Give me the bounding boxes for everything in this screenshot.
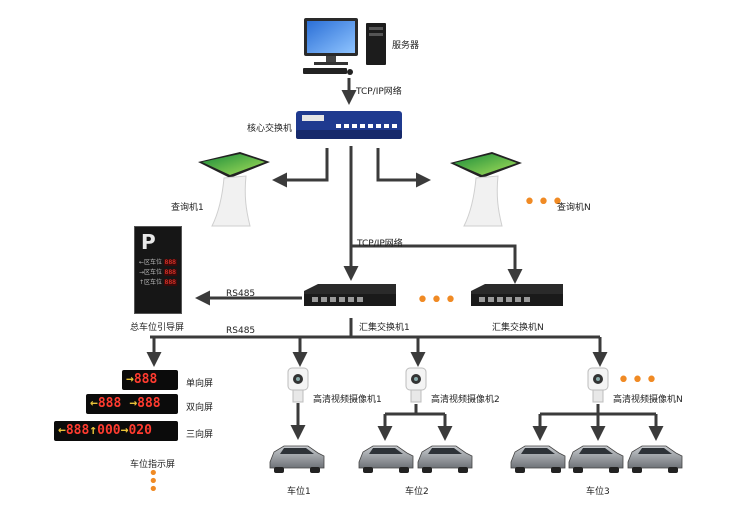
camera-n-icon (587, 367, 609, 403)
camera-n-label: 高清视频摄像机N (613, 395, 683, 405)
spot-3-label: 车位3 (586, 487, 610, 497)
rs485-label: RS485 (226, 289, 256, 299)
kiosk-1-icon (198, 152, 270, 227)
tcp-ip-label: TCP/IP网络 (356, 87, 402, 97)
car-icon (417, 445, 473, 473)
camera-2-icon (405, 367, 427, 403)
aggregation-switch-n-icon (471, 284, 563, 306)
ellipsis-dots: ••• (416, 288, 458, 313)
parking-logo: P (141, 230, 156, 254)
spot-1-label: 车位1 (287, 487, 311, 497)
triple-screen-label: 三向屏 (186, 430, 214, 440)
indicator-screen-label: 车位指示屏 (130, 460, 176, 470)
camera-1-label: 高清视频摄像机1 (313, 395, 382, 405)
camera-1-icon (287, 367, 309, 403)
kiosk-n-label: 查询机N (557, 203, 591, 213)
server-label: 服务器 (392, 41, 420, 51)
arrow-left-icon: ← (58, 423, 66, 438)
aggregation-switch-n-label: 汇集交换机N (492, 323, 544, 333)
connection-lines (146, 78, 664, 441)
arrow-right-icon: → (120, 423, 129, 438)
core-switch-label: 核心交换机 (247, 124, 293, 134)
ellipsis-dots-vertical: ••• (148, 463, 159, 500)
arrow-up-icon: ↑ (89, 423, 98, 438)
arrow-right-icon: → (129, 396, 138, 411)
led-single-screen: →888 (122, 370, 178, 390)
car-icon (568, 445, 624, 473)
car-icon (510, 445, 566, 473)
car-icon (269, 445, 325, 473)
led-double-screen: ←888→888 (86, 394, 178, 414)
kiosk-1-label: 查询机1 (171, 203, 204, 213)
main-sign-label: 总车位引导屏 (130, 323, 185, 333)
arrow-right-icon: → (126, 372, 134, 387)
rs485-label: RS485 (226, 326, 256, 336)
ellipsis-dots: ••• (617, 368, 659, 393)
aggregation-switch-1-icon (304, 284, 396, 306)
spot-2-label: 车位2 (405, 487, 429, 497)
core-switch-icon (296, 111, 402, 139)
server-icon (303, 18, 386, 75)
ellipsis-dots: ••• (523, 190, 565, 215)
double-screen-label: 双向屏 (186, 403, 214, 413)
single-screen-label: 单向屏 (186, 379, 214, 389)
car-icon (627, 445, 683, 473)
car-icon (358, 445, 414, 473)
arrow-left-icon: ← (90, 396, 98, 411)
led-triple-screen: ←888↑000→020 (54, 421, 178, 441)
kiosk-n-icon (450, 152, 522, 227)
tcp-ip-label: TCP/IP网络 (357, 239, 403, 249)
camera-2-label: 高清视频摄像机2 (431, 395, 500, 405)
aggregation-switch-1-label: 汇集交换机1 (359, 323, 410, 333)
